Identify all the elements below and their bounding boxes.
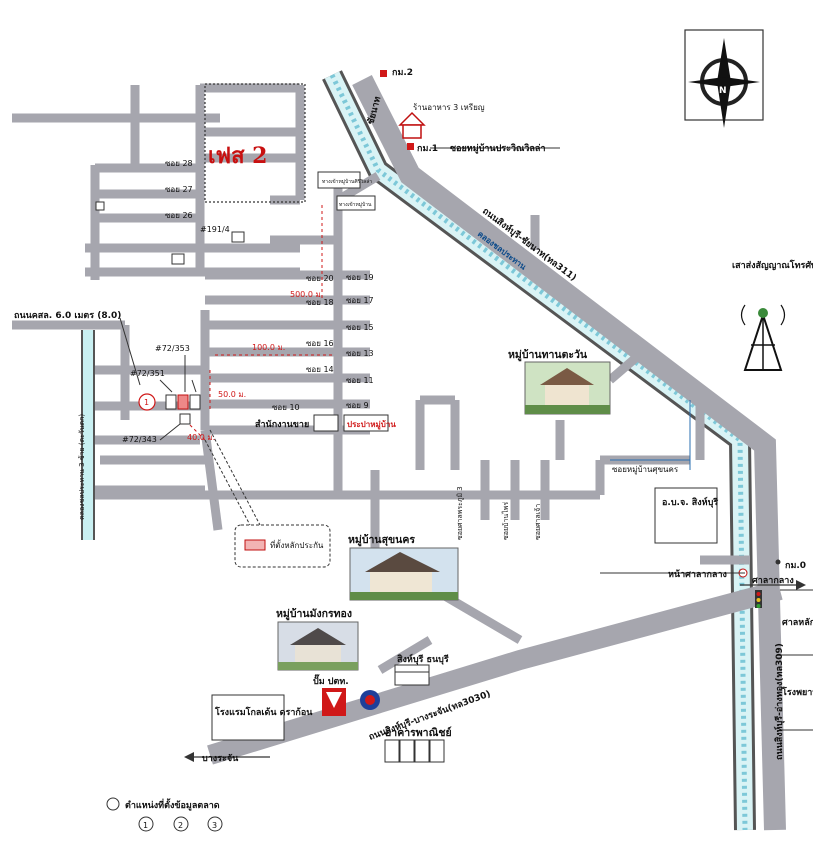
entrance-sign-box (317, 171, 361, 189)
arrow-sign-label: ทางเข้าหมู่บ้าน (339, 201, 372, 208)
km1-label: กม.1 (417, 144, 438, 154)
soi-13: ซอย 13 (346, 349, 374, 358)
soi-14: ซอย 14 (306, 365, 334, 374)
soi-11: ซอย 11 (346, 376, 374, 385)
main-east-road-label: ถนนสิงห์บุรี-อ่างทอง(ทล309) (773, 643, 785, 760)
distance-100: 100.0 ม. (252, 343, 285, 352)
phone-tower: เสาส่งสัญญาณโทรศัพท์ (732, 259, 813, 371)
km2-label: กม.2 (392, 68, 413, 78)
village-entry-label: ซอยหมู่บ้านประวิณวิลล่า (450, 143, 546, 154)
canal-west-label: คลองชลประทาน 3 ซ้าย (ตะวันตก) (78, 414, 86, 520)
gas-station-icon (322, 688, 380, 716)
soi-19: ซอย 19 (346, 273, 374, 282)
soi-17: ซอย 17 (346, 296, 374, 305)
tower-label: เสาส่งสัญญาณโทรศัพท์ (732, 259, 813, 271)
water-plant-box (343, 414, 389, 432)
soi-10: ซอย 10 (272, 403, 300, 412)
photo-thanawan (524, 361, 611, 415)
plot-72-343: #72/343 (122, 435, 157, 444)
legend-item-1: 1 (143, 821, 148, 830)
arrow-sign-box (336, 195, 376, 211)
soi-27: ซอย 27 (165, 185, 193, 194)
compass-n-label: N (719, 86, 727, 96)
plot-72-353: #72/353 (155, 344, 190, 353)
pointer-lines (119, 147, 745, 574)
distance-50: 50.0 ม. (218, 390, 246, 399)
small-box-2 (171, 253, 185, 265)
sales-office-label: สำนักงานขาย (255, 419, 309, 430)
commercial-building-icon (384, 739, 445, 763)
photo-sukhon (349, 547, 459, 601)
small-box-3 (231, 231, 245, 243)
hospital-label: โรงพยาบาลสิงห์บุรี (781, 686, 813, 698)
east-dividers (780, 589, 813, 731)
highways (207, 75, 786, 831)
plot-sign (204, 429, 331, 568)
legend-item-3: 3 (212, 821, 217, 830)
traffic-light (755, 590, 762, 608)
hotel-box (211, 694, 285, 741)
soi-16: ซอย 16 (306, 339, 334, 348)
obj-label: อ.บ.จ. สิงห์บุรี (662, 496, 718, 508)
canal-main (322, 70, 756, 831)
gas-station-label: ปั๊ม ปตท. (313, 674, 349, 687)
distance-40: 40.0 ม. (187, 433, 215, 442)
village-thanawan-label: หมู่บ้านทานตะวัน (508, 348, 588, 362)
obj-box (654, 487, 718, 544)
phase-2-label: เฟส 2 (208, 143, 268, 169)
distance-lines (189, 205, 335, 441)
soi-26: ซอย 26 (165, 211, 193, 220)
soi-to-canal: ซอยหมู่บ้านศุขนคร (612, 465, 679, 475)
plot-72-351: #72/351 (130, 369, 165, 378)
soi-vertical-3: ซอยศาลเจ้า (534, 504, 542, 540)
town-hall-arrow (740, 580, 806, 590)
soi-vertical-1: ซอยศาลพระภูมิ 3 (456, 486, 464, 540)
legend-title: ตำแหน่งที่ตั้งข้อมูลตลาด (125, 798, 220, 811)
small-box-1 (95, 201, 105, 211)
sales-office-box (313, 414, 339, 432)
city-hall-front-label: หน้าศาลากลาง (668, 569, 727, 580)
soi-18: ซอย 18 (306, 298, 334, 307)
legend-item-2: 2 (178, 821, 183, 830)
soi-20: ซอย 20 (306, 274, 334, 283)
km0-label: กม.0 (785, 561, 806, 571)
school-icon (394, 664, 430, 686)
restaurant-label: ร้านอาหาร 3 เหรียญ (413, 103, 485, 112)
ring-road-label: ถนนคสล. 6.0 เมตร (8.0) (14, 311, 121, 321)
entrance-sign-label: ทางเข้าหมู่บ้านศิริวิลล่า (322, 178, 372, 185)
collateral-plot: 1 (138, 393, 201, 425)
photo-mangkorn (277, 621, 359, 671)
soi-vertical-2: ซอยบ้านไพร่ (501, 502, 510, 540)
village-mangkorn-label: หมู่บ้านมังกรทอง (276, 607, 352, 621)
legend: ตำแหน่งที่ตั้งข้อมูลตลาด 1 2 3 (106, 797, 223, 832)
village-sukhon-label: หมู่บ้านสุขนคร (348, 533, 415, 547)
water-plant-label: ประปาหมู่บ้าน (347, 419, 396, 430)
city-pillar-label: ศาลหลักเมือง (782, 616, 813, 628)
bangrachan-arrow (184, 752, 270, 762)
km1-marker (407, 143, 414, 150)
km2-marker (380, 70, 387, 77)
hotel-label: โรงแรมโกลเด้น ดราก้อน (214, 706, 313, 718)
school-label: สิงห์บุรี ธนบุรี (396, 653, 448, 665)
compass: N (684, 29, 764, 128)
km0-dot (775, 559, 781, 565)
plot-sign-label: ที่ตั้งหลักประกัน (270, 539, 324, 550)
town-hall-label: ศาลากลาง (752, 576, 794, 586)
plot-circle-1: 1 (144, 398, 149, 407)
phase-2-zone: เฟส 2 (204, 83, 306, 203)
plot-191-4: #191/4 (200, 225, 230, 234)
soi-15: ซอย 15 (346, 323, 374, 332)
distance-500: 500.0 ม. (290, 290, 323, 299)
restaurant-house (398, 111, 426, 139)
soi-28: ซอย 28 (165, 159, 193, 168)
bangrachan-arrow-label: บางระจัน (202, 753, 239, 764)
commercial-label: อาคารพาณิชย์ (385, 726, 452, 739)
soi-9: ซอย 9 (346, 401, 369, 410)
